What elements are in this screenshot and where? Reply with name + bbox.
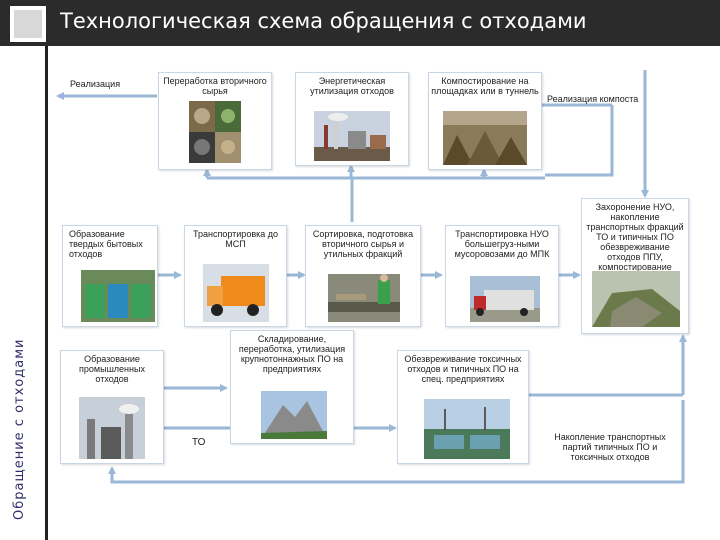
box-neutralization: Обезвреживание токсичных отходов и типич… <box>397 350 529 464</box>
box-energy: Энергетическая утилизация отходов <box>295 72 409 166</box>
recycled-materials-photo <box>189 101 241 163</box>
box-industrial-formation-caption: Образование промышленных отходов <box>79 354 145 384</box>
box-sorting: Сортировка, подготовка вторичного сырья … <box>305 225 421 327</box>
garbage-truck-photo <box>203 264 269 322</box>
box-landfill: Захоронение НУО, накопление транспортных… <box>581 198 689 334</box>
box-msw-formation-caption: Образование твердых бытовых отходов <box>69 229 143 259</box>
box-transport-nuo: Транспортировка НУО большегруз-ными мусо… <box>445 225 559 327</box>
box-composting: Компостирование на площадках или в тунне… <box>428 72 542 170</box>
compost-site-photo <box>443 111 527 165</box>
box-industrial-formation: Образование промышленных отходов <box>60 350 164 464</box>
arrow-bottom-loop <box>108 400 685 484</box>
box-neutralization-caption: Обезвреживание токсичных отходов и типич… <box>404 354 522 384</box>
box-transport-msp: Транспортировка до МСП <box>184 225 287 327</box>
landfill-photo <box>592 271 680 327</box>
box-msw-formation: Образование твердых бытовых отходов <box>62 225 158 327</box>
label-accumulation: Накопление транспортных партий типичных … <box>554 432 666 462</box>
power-plant-photo <box>314 111 390 161</box>
box-composting-caption: Компостирование на площадках или в тунне… <box>431 76 539 96</box>
waste-bins-photo <box>81 270 155 322</box>
label-sales: Реализация <box>70 79 121 89</box>
mountain-dump-photo <box>261 391 327 439</box>
treatment-plant-photo <box>424 399 510 459</box>
factory-photo <box>79 397 145 459</box>
heavy-truck-photo <box>470 276 540 322</box>
box-landfill-caption: Захоронение НУО, накопление транспортных… <box>586 202 684 272</box>
box-recycling: Переработка вторичного сырья <box>158 72 272 170</box>
box-transport-nuo-caption: Транспортировка НУО большегруз-ными мусо… <box>454 229 550 259</box>
arrow-compost-return <box>545 105 614 177</box>
header-accent-inner <box>14 10 42 38</box>
label-compost-sales: Реализация компоста <box>547 94 639 104</box>
page-title: Технологическая схема обращения с отхода… <box>60 9 587 33</box>
box-recycling-caption: Переработка вторичного сырья <box>163 76 267 96</box>
sidebar-panel <box>3 46 48 540</box>
box-transport-msp-caption: Транспортировка до МСП <box>193 229 278 249</box>
box-sorting-caption: Сортировка, подготовка вторичного сырья … <box>312 229 414 259</box>
box-storage-caption: Складирование, переработка, утилизация к… <box>238 334 346 374</box>
box-energy-caption: Энергетическая утилизация отходов <box>310 76 394 96</box>
label-to: ТО <box>192 437 206 448</box>
header-bar: Технологическая схема обращения с отхода… <box>0 0 720 46</box>
box-storage: Складирование, переработка, утилизация к… <box>230 330 354 444</box>
sorting-line-photo <box>328 274 400 322</box>
